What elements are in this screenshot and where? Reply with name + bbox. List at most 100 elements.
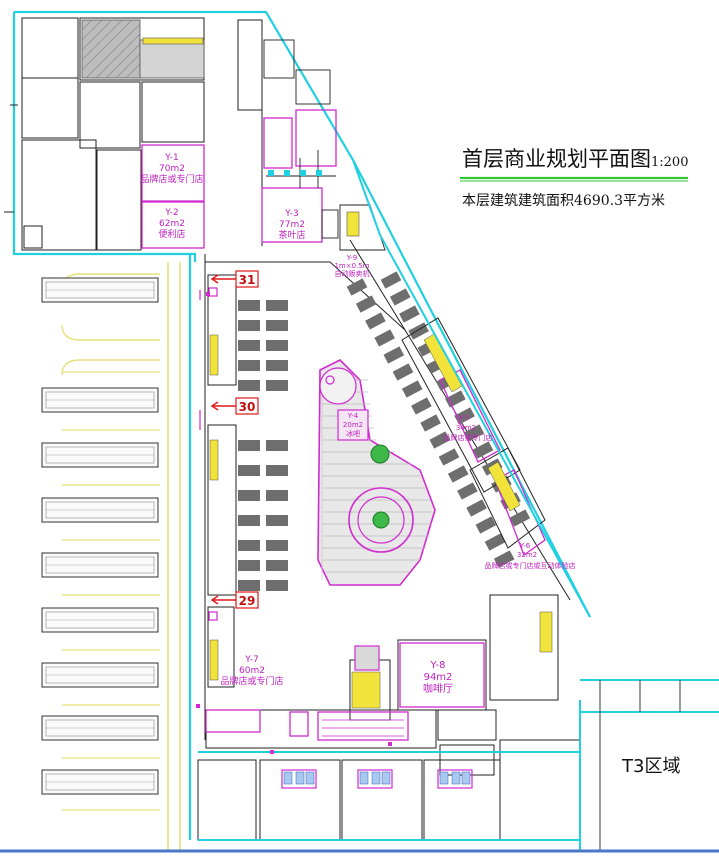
parking-stall <box>392 363 414 381</box>
t3-connection <box>579 679 719 852</box>
bus-stall <box>41 442 159 468</box>
unit-use: 自动贩卖机 <box>335 269 370 278</box>
unit-id: Y-5 <box>458 414 469 422</box>
unit-use: 便利店 <box>158 228 185 240</box>
bay-number-label: 29 <box>239 594 256 608</box>
unit-area: 70m2 <box>159 164 185 174</box>
parking-stall <box>466 499 487 517</box>
parking-stall <box>238 340 260 351</box>
bus-stall <box>41 662 159 688</box>
upper-building-outline <box>12 10 591 618</box>
unit-area: 32m2 <box>517 551 537 559</box>
unit-id: Y-7 <box>244 655 258 665</box>
unit-id: Y-1 <box>164 153 178 163</box>
unit-area: 77m2 <box>279 220 305 230</box>
parking-stall <box>238 380 260 391</box>
unit-labels: Y-1 70m2 品牌店或专门店 Y-2 62m2 便利店 Y-3 77m2 茶… <box>140 153 575 695</box>
parking-stall <box>266 515 288 526</box>
parking-stall <box>355 295 377 313</box>
parking-stall <box>374 329 395 347</box>
plan-area-note: 本层建筑建筑面积4690.3平方米 <box>462 193 665 209</box>
central-plaza <box>317 359 436 586</box>
parking-stall <box>238 465 260 476</box>
parking-stall <box>266 360 288 371</box>
shop-outlines-upper <box>141 144 205 249</box>
bay-marker: 29 <box>210 591 259 609</box>
parking-stall <box>383 346 405 364</box>
parking-stall <box>484 533 506 551</box>
parking-stall <box>457 482 478 500</box>
parking-stall <box>266 320 288 331</box>
parking-stall <box>238 440 260 451</box>
bus-stall <box>41 769 159 795</box>
unit-area: 94m2 <box>424 672 453 683</box>
bay-marker: 30 <box>210 397 259 415</box>
unit-area: 1m×0.5m <box>334 262 369 270</box>
unit-id: Y-8 <box>430 660 446 671</box>
parking-stall <box>472 441 494 459</box>
parking-stall <box>266 340 288 351</box>
plan-title-text: 首层商业规划平面图 <box>462 147 651 171</box>
parking-stall <box>401 380 423 398</box>
parking-stall <box>365 312 386 330</box>
unit-id: Y-3 <box>284 209 298 219</box>
unit-area: 34m2 <box>456 424 476 432</box>
car-parking-stalls <box>238 271 531 591</box>
parking-stall <box>266 580 288 591</box>
hatched-storage <box>81 19 205 79</box>
unit-use: 冰吧 <box>346 429 360 438</box>
bus-stall <box>41 387 159 413</box>
parking-stall <box>438 448 460 466</box>
parking-stall <box>238 560 260 571</box>
parking-stall <box>266 465 288 476</box>
parking-stall <box>238 580 260 591</box>
bus-stall <box>41 607 159 633</box>
parking-stall <box>266 560 288 571</box>
parking-stall <box>429 431 451 449</box>
parking-stall <box>238 515 260 526</box>
parking-stall <box>399 305 420 323</box>
t3-zone-label: T3区域 <box>622 756 681 777</box>
unit-area: 20m2 <box>343 421 363 429</box>
unit-id: Y-4 <box>347 412 359 420</box>
parking-stall <box>266 440 288 451</box>
bay-number-label: 31 <box>239 273 256 287</box>
bay-number-label: 30 <box>239 400 256 414</box>
parking-stall <box>463 424 485 442</box>
plan-title: 首层商业规划平面图1:200 <box>462 143 688 173</box>
parking-stall <box>238 490 260 501</box>
plan-scale: 1:200 <box>651 155 689 170</box>
unit-area: 60m2 <box>239 666 265 676</box>
parking-stall <box>454 407 475 425</box>
parking-stall <box>509 509 531 527</box>
parking-stall <box>447 465 469 483</box>
bus-stall <box>41 277 159 303</box>
unit-use: 品牌店或专门店 <box>140 173 203 185</box>
unit-use: 品牌店或专门店 <box>444 433 493 442</box>
parking-stall <box>346 278 368 296</box>
bus-stall <box>41 715 159 741</box>
unit-id: Y-2 <box>164 208 178 218</box>
parking-stall <box>266 380 288 391</box>
bay-marker: 31 <box>210 270 259 288</box>
unit-use: 茶叶店 <box>278 229 305 241</box>
unit-area: 62m2 <box>159 219 185 229</box>
parking-stall <box>238 320 260 331</box>
parking-stall <box>238 540 260 551</box>
bus-stall <box>41 497 159 523</box>
parking-stall <box>266 300 288 311</box>
parking-stall <box>266 540 288 551</box>
right-side-shops <box>401 317 546 549</box>
bus-stalls <box>41 277 160 811</box>
left-shop-column <box>207 274 237 688</box>
unit-use: 品牌店或专门店 <box>220 675 283 687</box>
unit-id: Y-6 <box>519 542 531 550</box>
unit-use: 品牌店或专门店或互动体验店 <box>485 561 576 570</box>
parking-stall <box>420 414 441 432</box>
parking-stall <box>475 516 497 534</box>
parking-stall <box>389 288 411 306</box>
parking-stall <box>380 271 402 289</box>
bay-numbers: 31 30 29 <box>210 270 259 609</box>
